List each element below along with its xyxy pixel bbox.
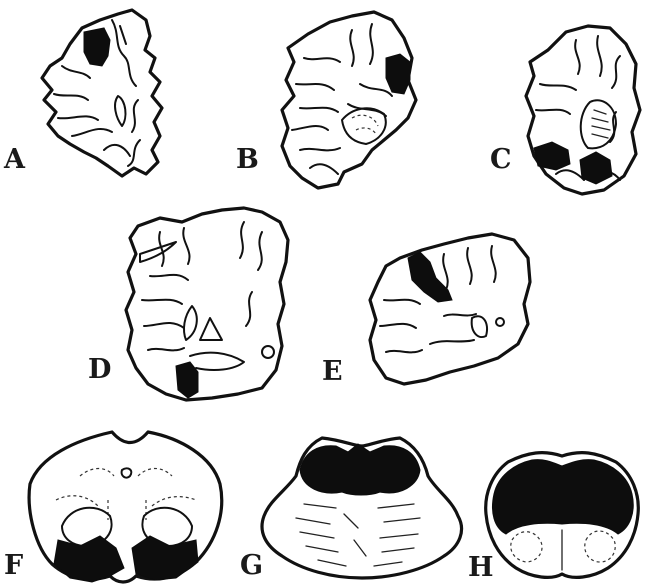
panel-g-label: G [240, 550, 263, 581]
panel-e: E [322, 234, 530, 387]
panel-d: D [88, 208, 288, 400]
panel-c-label: C [490, 144, 512, 175]
panel-b-section [282, 12, 416, 188]
panel-b: B [236, 12, 416, 188]
panel-h-label: H [468, 552, 494, 583]
panel-e-section [370, 234, 530, 384]
panel-f-label: F [4, 550, 23, 581]
panel-a-label: A [3, 144, 26, 175]
panel-g: G [240, 438, 462, 581]
panel-d-label: D [88, 354, 111, 385]
panel-f: F [4, 432, 222, 582]
panel-e-label: E [322, 356, 343, 387]
panel-h: H [468, 453, 638, 583]
panel-g-lesion [300, 444, 420, 495]
panel-d-section [126, 208, 288, 400]
panel-c: C [490, 26, 640, 194]
panel-h-lesion [493, 460, 634, 534]
panel-a: A [3, 10, 162, 176]
panel-b-label: B [236, 144, 259, 175]
